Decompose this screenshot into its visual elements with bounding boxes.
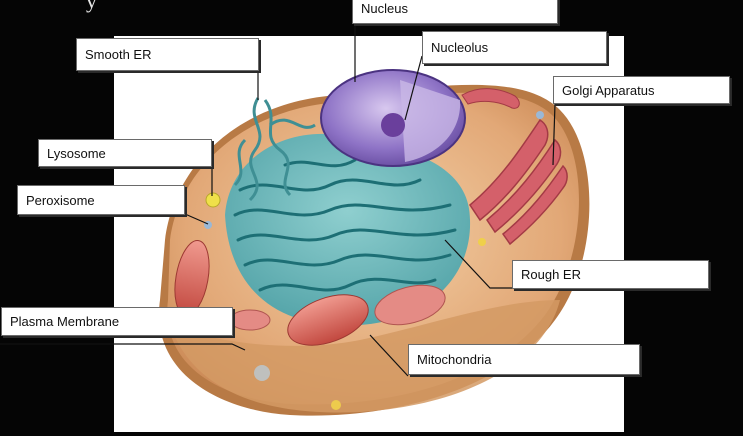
mitochondria-group	[174, 239, 446, 346]
label-golgi-apparatus[interactable]: Golgi Apparatus	[553, 76, 730, 104]
leader-rough-er	[444, 239, 512, 289]
vesicle-3	[478, 238, 486, 246]
cell-cut-surface	[170, 300, 560, 413]
leader-peroxisome	[184, 213, 209, 225]
vesicle-1	[254, 365, 270, 381]
lysosome-shape	[205, 192, 221, 208]
vesicle-2	[331, 400, 341, 410]
rough-er-folds	[233, 158, 457, 292]
leader-nucleolus	[404, 55, 423, 121]
label-plasma-membrane-text: Plasma Membrane	[10, 314, 120, 329]
label-nucleolus[interactable]: Nucleolus	[422, 31, 607, 64]
mitochondrion-right	[374, 284, 446, 326]
nucleus-cut	[400, 80, 461, 162]
vesicle-4	[536, 111, 544, 119]
label-lysosome[interactable]: Lysosome	[38, 139, 212, 167]
leader-lines	[0, 24, 556, 377]
leader-smooth-er	[190, 71, 259, 100]
label-nucleus[interactable]: Nucleus	[352, 0, 558, 24]
label-mitochondria[interactable]: Mitochondria	[408, 344, 640, 375]
label-peroxisome-text: Peroxisome	[26, 192, 95, 208]
label-plasma-membrane[interactable]: Plasma Membrane	[1, 307, 233, 336]
golgi-top	[461, 88, 520, 109]
label-smooth-er[interactable]: Smooth ER	[76, 38, 259, 71]
leader-mitochondria	[369, 334, 409, 377]
label-golgi-text: Golgi Apparatus	[562, 82, 655, 98]
nucleolus-shape	[381, 113, 405, 137]
smooth-er	[233, 97, 316, 202]
clipped-title-fragment: y	[86, 0, 97, 13]
leader-golgi	[552, 103, 556, 166]
label-peroxisome[interactable]: Peroxisome	[17, 185, 185, 215]
mitochondrion-center	[287, 294, 369, 346]
mitochondrion-lower	[229, 309, 271, 331]
golgi-apparatus	[469, 118, 568, 246]
label-smooth-er-text: Smooth ER	[85, 47, 152, 62]
label-lysosome-text: Lysosome	[47, 145, 106, 161]
label-rough-er-text: Rough ER	[521, 267, 581, 282]
label-mitochondria-text: Mitochondria	[417, 352, 492, 367]
label-nucleolus-text: Nucleolus	[431, 40, 489, 55]
label-nucleus-text: Nucleus	[361, 0, 408, 16]
leader-plasma-membrane	[0, 343, 246, 351]
label-rough-er[interactable]: Rough ER	[512, 260, 709, 289]
